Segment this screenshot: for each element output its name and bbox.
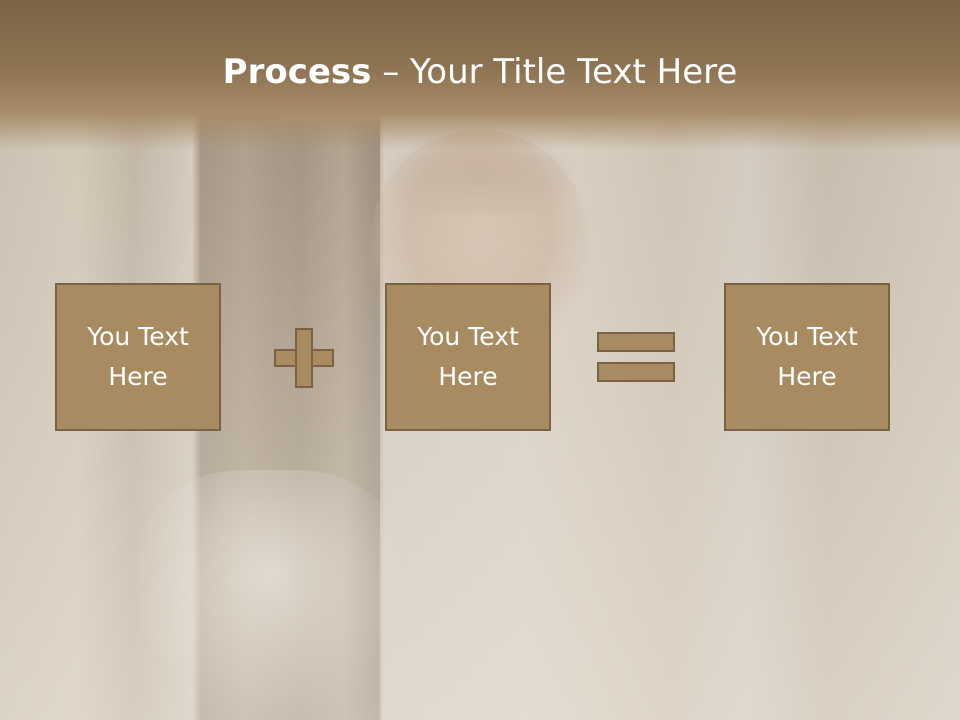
equals-top-bar (597, 332, 675, 352)
slide-title[interactable]: Process – Your Title Text Here (0, 52, 960, 92)
plus-icon (274, 328, 334, 388)
equals-icon (597, 332, 675, 384)
title-band (0, 0, 960, 150)
text-box-2[interactable]: You Text Here (385, 283, 551, 431)
title-rest: Your Title Text Here (410, 52, 738, 92)
text-box-1[interactable]: You Text Here (55, 283, 221, 431)
title-bold: Process (222, 52, 372, 92)
title-dash: – (371, 52, 411, 92)
equals-bottom-bar (597, 362, 675, 382)
text-box-3[interactable]: You Text Here (724, 283, 890, 431)
plus-center (297, 351, 311, 365)
